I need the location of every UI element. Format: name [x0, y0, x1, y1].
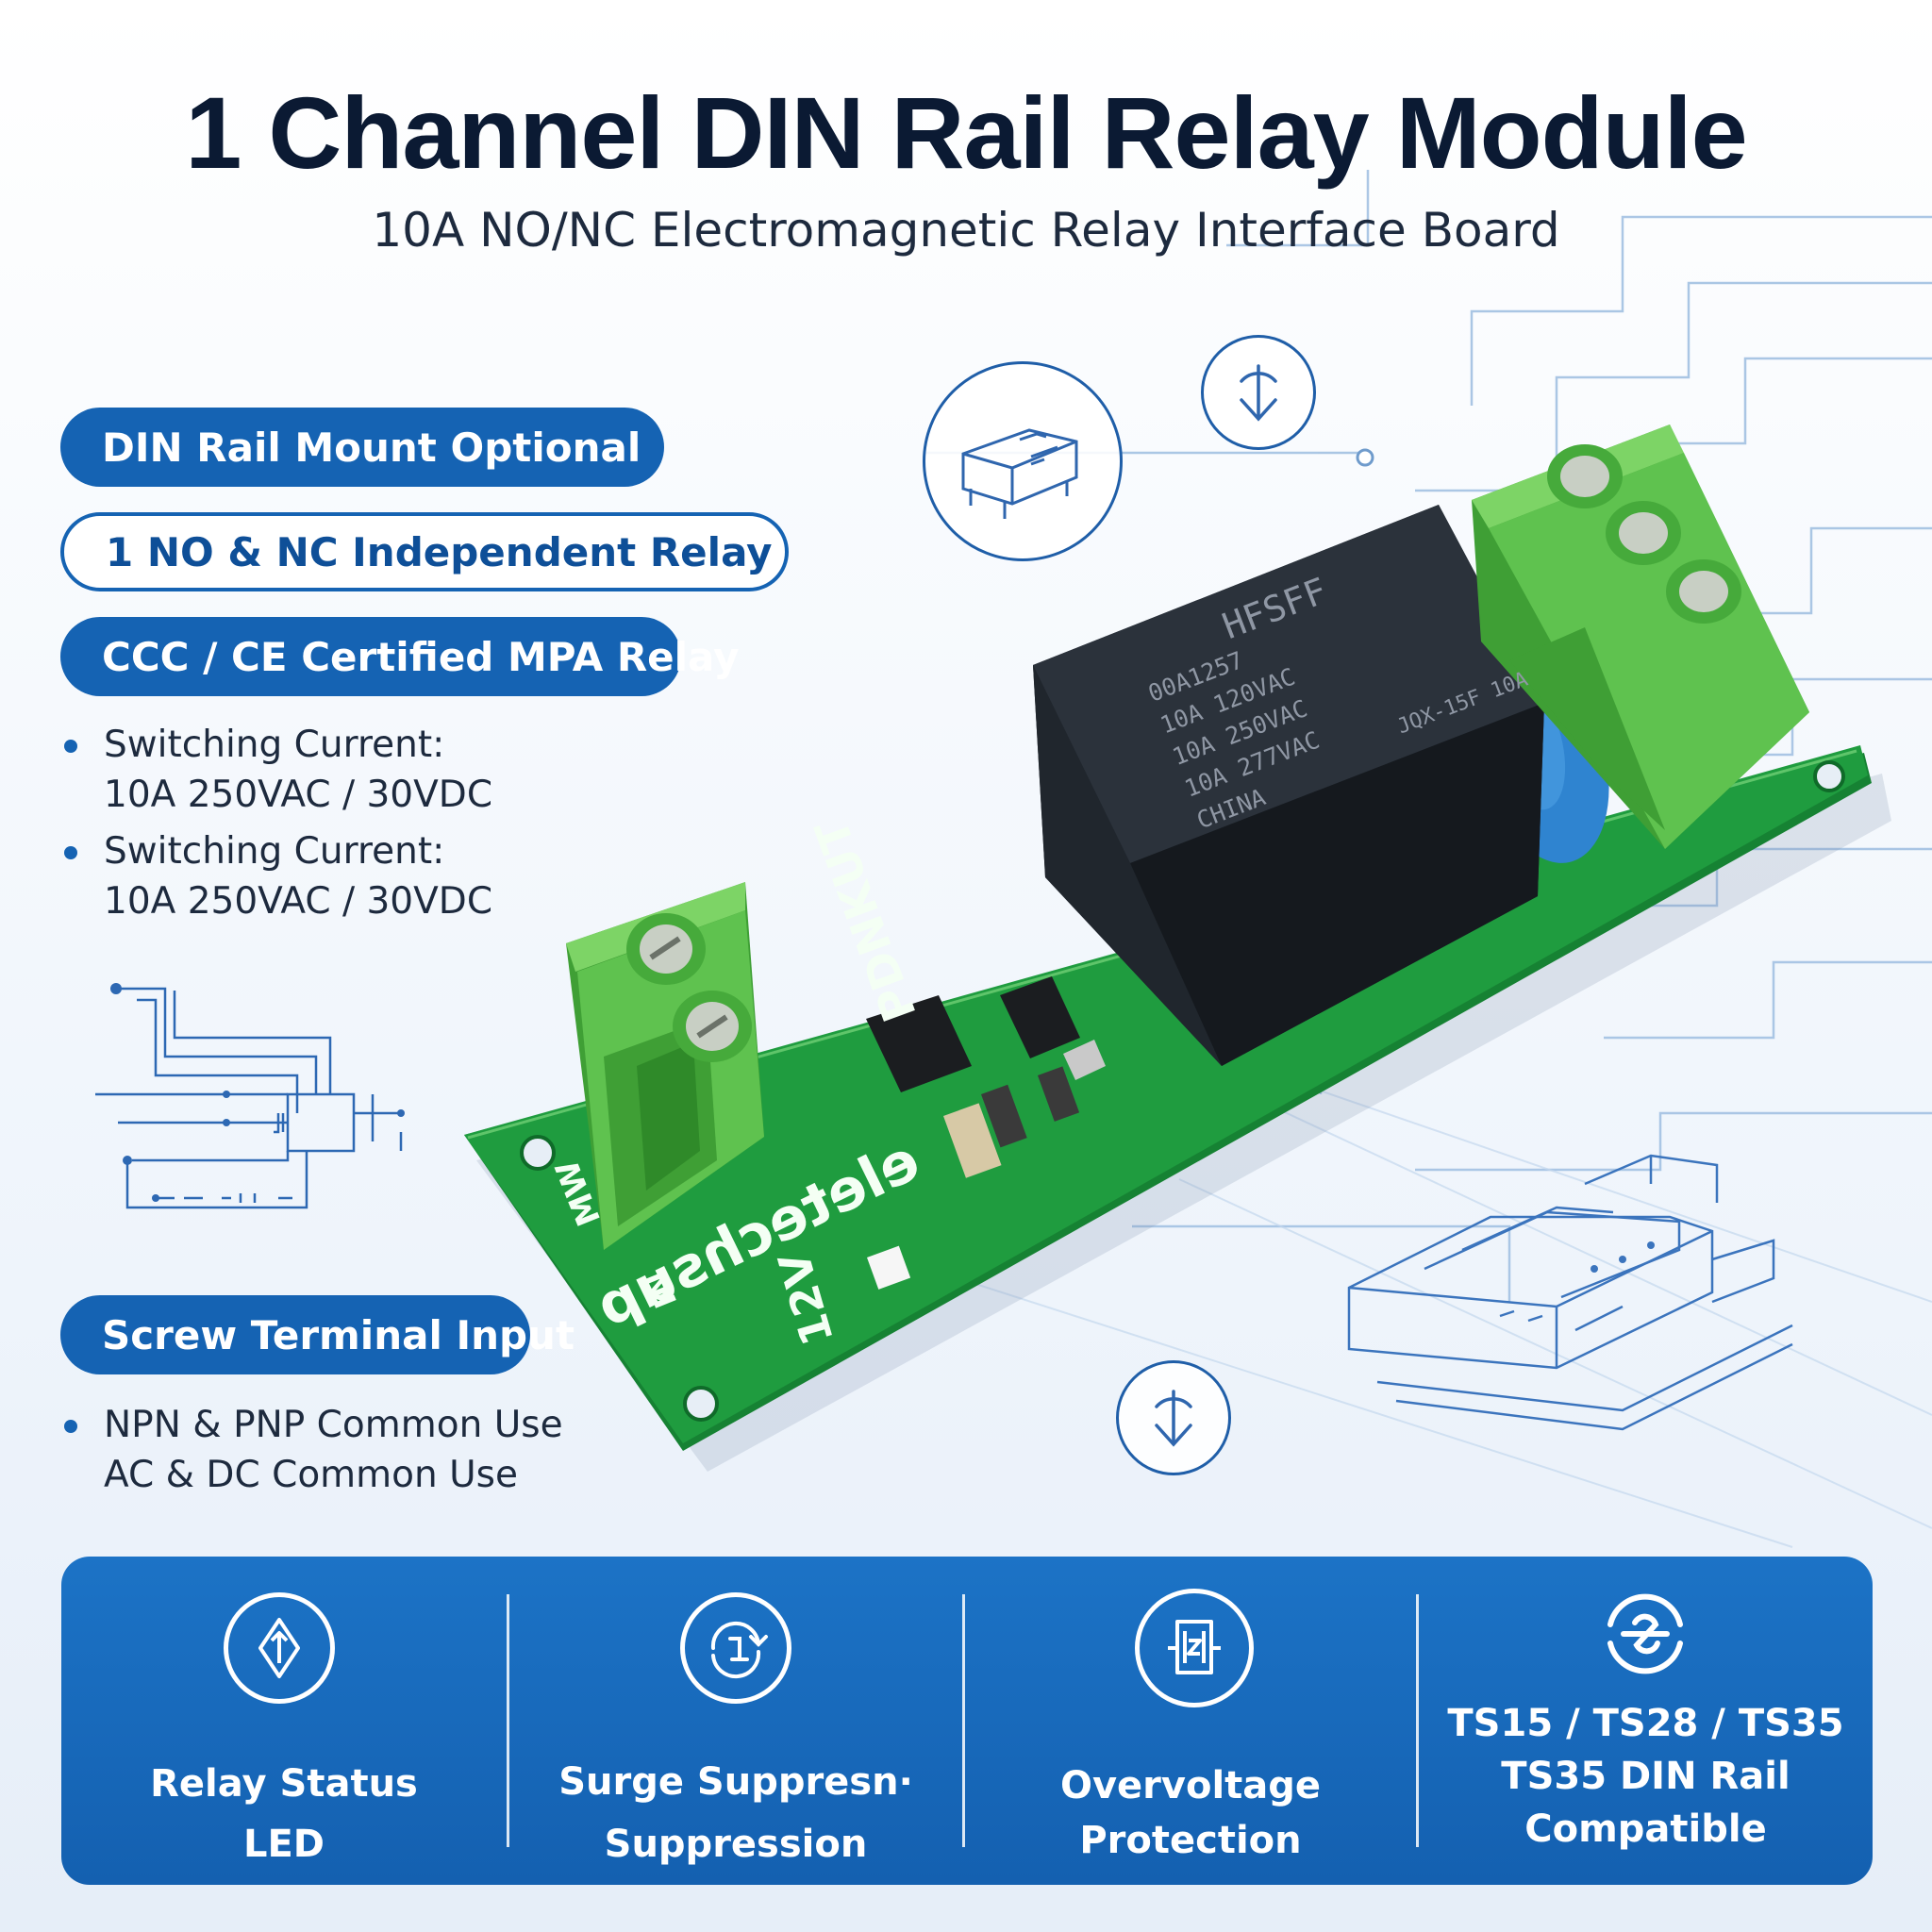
din-rail-enclosure-drawing — [1347, 1154, 1793, 1431]
feature-label: Compatible — [1524, 1807, 1767, 1851]
spec-list: Switching Current: 10A 250VAC / 30VDC Sw… — [62, 720, 591, 933]
input-notes-list: NPN & PNP Common Use AC & DC Common Use — [62, 1400, 591, 1507]
feature-label: Relay Status — [150, 1762, 418, 1806]
spec-item: Switching Current: 10A 250VAC / 30VDC — [62, 826, 591, 926]
download-arrow-icon — [1116, 1360, 1231, 1475]
pill-label: CCC / CE Certified MPA Relay — [102, 633, 740, 680]
input-note-item: NPN & PNP Common Use AC & DC Common Use — [62, 1400, 591, 1500]
pill-label: DIN Rail Mount Optional — [102, 424, 641, 471]
feature-din-rail-compatible: TS15 / TS28 / TS35 TS35 DIN Rail Compati… — [1419, 1557, 1873, 1885]
page-title: 1 Channel DIN Rail Relay Module — [185, 75, 1747, 190]
pill-label: Screw Terminal Input — [102, 1311, 575, 1358]
feature-label: Overvoltage — [1059, 1764, 1322, 1807]
schematic-diagram-icon — [95, 983, 405, 1209]
feature-label: TS15 / TS28 / TS35 — [1447, 1702, 1844, 1745]
feature-pill-no-nc-relay: 1 NO & NC Independent Relay — [60, 512, 789, 591]
download-arrow-icon — [1201, 335, 1316, 450]
relay-module-icon — [923, 361, 1123, 561]
feature-divider — [507, 1594, 509, 1847]
spec-item: Switching Current: 10A 250VAC / 30VDC — [62, 720, 591, 820]
surge-cycle-icon — [680, 1592, 791, 1704]
feature-bar: Relay Status LED Surge Suppresn· Suppres… — [61, 1557, 1873, 1885]
feature-label: Surge Suppresn· — [558, 1760, 913, 1804]
feature-label: Suppression — [604, 1823, 868, 1866]
feature-pill-certified-relay: CCC / CE Certified MPA Relay — [60, 617, 740, 696]
pill-label: 1 NO & NC Independent Relay — [106, 528, 773, 575]
feature-pill-din-rail-mount: DIN Rail Mount Optional — [60, 408, 664, 487]
feature-pill-screw-terminal: Screw Terminal Input — [60, 1295, 575, 1374]
feature-label: TS35 DIN Rail — [1501, 1755, 1790, 1798]
page-subtitle: 10A NO/NC Electromagnetic Relay Interfac… — [372, 203, 1560, 258]
feature-label: LED — [242, 1823, 325, 1866]
feature-divider — [1416, 1594, 1419, 1847]
feature-label: Protection — [1079, 1819, 1302, 1862]
led-status-icon — [224, 1592, 335, 1704]
din-rail-clip-icon — [1590, 1577, 1701, 1689]
feature-relay-status-led: Relay Status LED — [61, 1557, 507, 1885]
feature-divider — [962, 1594, 965, 1847]
feature-surge-suppression: Surge Suppresn· Suppression — [509, 1557, 962, 1885]
feature-overvoltage-protection: Overvoltage Protection — [965, 1557, 1416, 1885]
overvoltage-shield-icon — [1135, 1589, 1254, 1707]
